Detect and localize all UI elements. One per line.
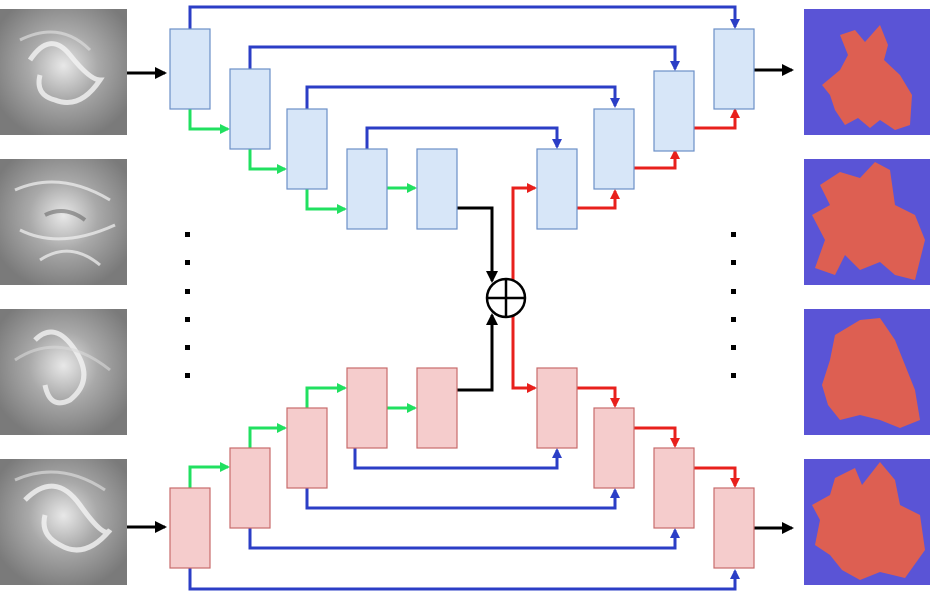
bottleneck-to-fusion-bottom bbox=[457, 313, 498, 392]
encoder-block-bottom-3 bbox=[286, 407, 328, 489]
output-mask-1 bbox=[804, 9, 930, 135]
skip-connection-top-3 bbox=[305, 85, 620, 109]
downsample-arrow-bottom-2 bbox=[248, 423, 287, 448]
decoder-block-bottom-2 bbox=[593, 407, 635, 489]
input-image-1 bbox=[0, 9, 127, 135]
encoder-block-bottom-4 bbox=[346, 367, 388, 449]
skip-connection-bottom-1 bbox=[188, 568, 740, 591]
bottleneck-block-bottom bbox=[416, 367, 458, 449]
decoder-block-top-1 bbox=[536, 148, 578, 230]
skip-connection-bottom-2 bbox=[248, 528, 680, 550]
encoder-block-top-2 bbox=[229, 68, 271, 150]
bottleneck-block-top bbox=[416, 148, 458, 230]
decoder-block-bottom-1 bbox=[536, 367, 578, 449]
decoder-block-top-4 bbox=[713, 28, 755, 110]
encoder-block-bottom-2 bbox=[229, 447, 271, 529]
skip-connection-top-1 bbox=[188, 5, 740, 29]
skip-connection-top-2 bbox=[248, 45, 680, 71]
skip-connection-bottom-3 bbox=[305, 488, 620, 510]
downsample-arrow-bottom-3 bbox=[305, 383, 347, 408]
fusion-to-decoder-top bbox=[511, 183, 537, 281]
upsample-arrow-bottom-2 bbox=[634, 426, 680, 448]
downsample-arrow-top-1 bbox=[188, 109, 230, 134]
decoder-block-bottom-3 bbox=[653, 447, 695, 529]
downsample-arrow-bottom-1 bbox=[188, 462, 230, 488]
ellipsis-right bbox=[731, 232, 736, 378]
input-image-4 bbox=[0, 459, 127, 585]
decoder-block-bottom-4 bbox=[713, 487, 755, 569]
upsample-arrow-top-3 bbox=[694, 108, 740, 130]
upsample-arrow-bottom-3 bbox=[694, 466, 740, 488]
downsample-arrow-top-2 bbox=[248, 149, 287, 174]
bottleneck-to-fusion-top bbox=[457, 206, 498, 283]
upsample-arrow-top-1 bbox=[577, 189, 620, 210]
skip-connection-bottom-4 bbox=[353, 448, 562, 470]
decoder-block-top-2 bbox=[593, 108, 635, 190]
output-mask-4 bbox=[804, 459, 930, 585]
circle-plus-icon bbox=[485, 277, 527, 319]
encoder-block-top-3 bbox=[286, 108, 328, 190]
upsample-arrow-top-2 bbox=[634, 149, 680, 170]
encoder-block-bottom-1 bbox=[169, 487, 211, 569]
downsample-arrow-top-3 bbox=[305, 189, 347, 214]
output-mask-3 bbox=[804, 309, 930, 435]
input-image-2 bbox=[0, 159, 127, 285]
ellipsis-left bbox=[185, 232, 190, 378]
skip-connection-top-4 bbox=[365, 126, 562, 149]
output-mask-2 bbox=[804, 159, 930, 285]
upsample-arrow-bottom-1 bbox=[577, 386, 620, 408]
decoder-block-top-3 bbox=[653, 70, 695, 152]
encoder-block-top-4 bbox=[346, 148, 388, 230]
fusion-to-decoder-bottom bbox=[511, 316, 537, 393]
input-image-3 bbox=[0, 309, 127, 435]
encoder-block-top-1 bbox=[169, 28, 211, 110]
